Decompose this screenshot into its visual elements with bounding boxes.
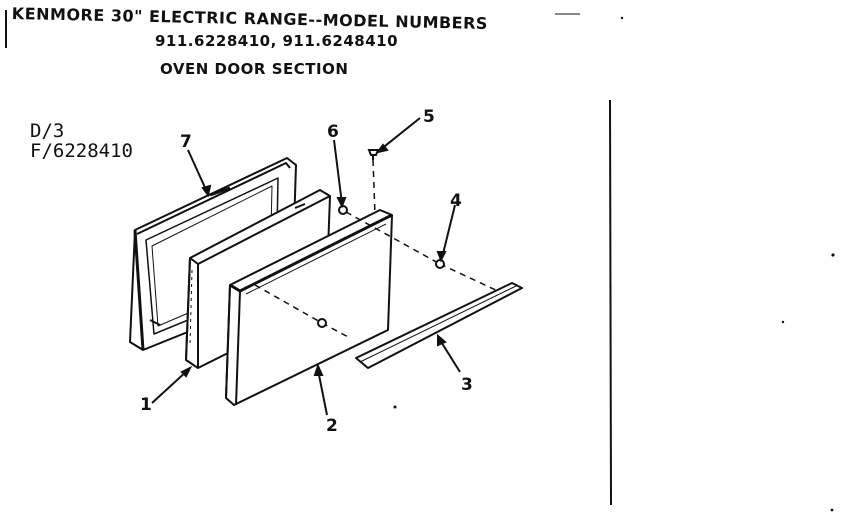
callout-2: 2 [326, 416, 338, 436]
callout-3: 3 [461, 375, 473, 395]
fasteners [317, 205, 445, 328]
assembly-lines [254, 159, 501, 339]
part-ref: F/6228410 [30, 140, 133, 162]
section-title: OVEN DOOR SECTION [160, 60, 349, 78]
callout-7: 7 [180, 132, 192, 152]
page-ref: D/3 [30, 120, 65, 142]
callout-1: 1 [140, 395, 152, 415]
callout-4: 4 [450, 191, 462, 211]
door-trim-strip [355, 282, 523, 369]
callout-6: 6 [327, 122, 339, 142]
callout-5: 5 [423, 107, 435, 127]
model-numbers: 911.6228410, 911.6248410 [155, 32, 399, 50]
outer-door-panel [225, 209, 393, 406]
callout-leaders [151, 117, 461, 416]
screw-part [367, 149, 380, 160]
